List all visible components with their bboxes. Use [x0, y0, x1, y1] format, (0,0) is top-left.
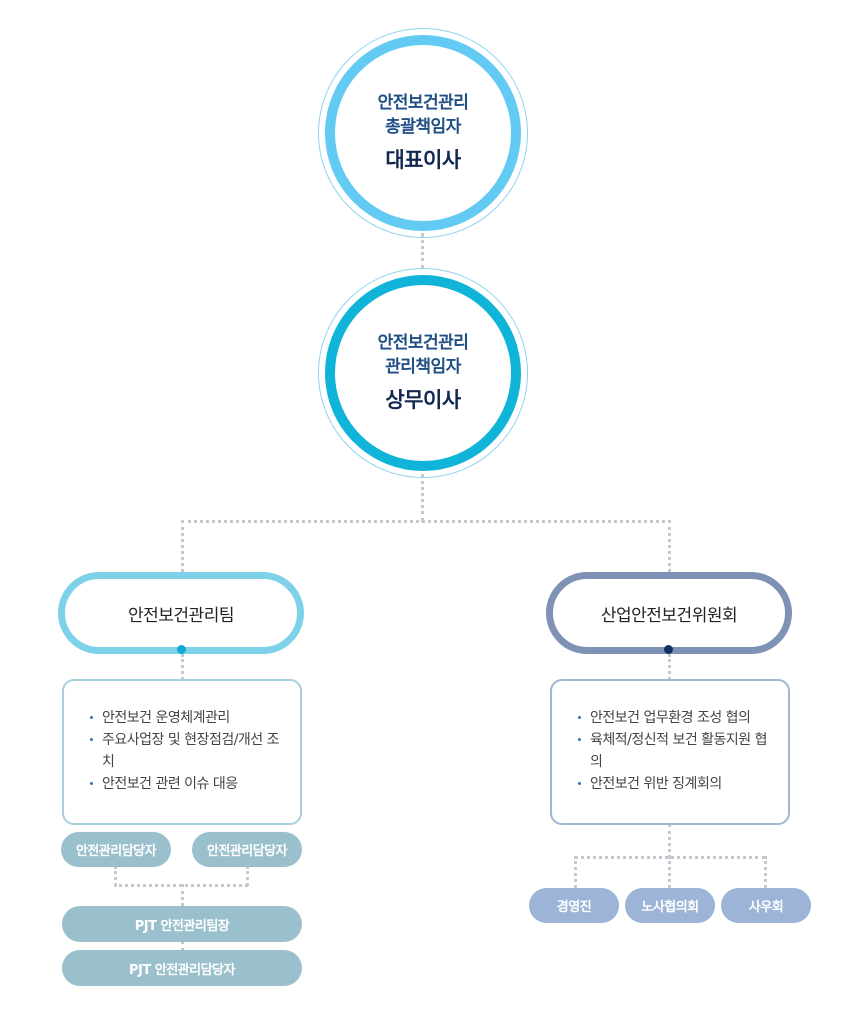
pjt-staff-tag: PJT 안전관리담당자 [62, 950, 302, 986]
connector-director-branch [421, 474, 424, 522]
committee-member-tag: 경영진 [529, 888, 619, 923]
director-role-line2: 관리책임자 [385, 357, 461, 377]
connector-branch-left [181, 520, 184, 572]
committee-label: 산업안전보건위원회 [600, 605, 738, 626]
ceo-node: 안전보건관리 총괄책임자 대표이사 [325, 35, 521, 231]
committee-duty: 안전보건 업무환경 조성 협의 [578, 707, 778, 729]
committee-member-tag: 사우회 [721, 888, 811, 923]
safety-team-label: 안전보건관리팀 [128, 605, 234, 626]
committee-dot [664, 645, 673, 654]
director-title: 상무이사 [385, 388, 461, 412]
committee-member-label: 경영진 [556, 900, 592, 915]
pjt-staff-label: PJT 안전관리담당자 [129, 962, 235, 978]
committee-duty: 안전보건 위반 징계회의 [578, 773, 778, 795]
pjt-lead-label: PJT 안전관리팀장 [134, 918, 230, 934]
director-circle-outer [318, 268, 528, 478]
safety-team-node: 안전보건관리팀 [58, 572, 304, 654]
connector-managers-pjt [181, 884, 184, 906]
safety-team-dot [177, 645, 186, 654]
safety-team-duties: 안전보건 운영체계관리 주요사업장 및 현장점검/개선 조치 안전보건 관련 이… [62, 679, 302, 825]
pjt-lead-tag: PJT 안전관리팀장 [62, 906, 302, 942]
connector-branch-horizontal [181, 520, 671, 523]
safety-team-duty: 안전보건 운영체계관리 [90, 707, 290, 729]
connector-team-box [181, 654, 184, 680]
safety-team-duty: 주요사업장 및 현장점검/개선 조치 [90, 729, 290, 773]
ceo-role-line2: 총괄책임자 [385, 117, 461, 137]
connector-pjt [181, 941, 184, 951]
committee-duties: 안전보건 업무환경 조성 협의 육체적/정신적 보건 활동지원 협의 안전보건 … [550, 679, 790, 825]
connector-ceo-director [421, 233, 424, 269]
ceo-title: 대표이사 [385, 148, 461, 172]
connector-member-3 [764, 856, 767, 888]
committee-duty: 육체적/정신적 보건 활동지원 협의 [578, 729, 778, 773]
safety-manager-label: 안전관리담당자 [75, 844, 157, 859]
director-node: 안전보건관리 관리책임자 상무이사 [325, 275, 521, 471]
committee-node: 산업안전보건위원회 [546, 572, 792, 654]
connector-manager-2 [246, 866, 249, 886]
connector-manager-1 [114, 866, 117, 886]
connector-member-1 [574, 856, 577, 888]
connector-member-2 [668, 856, 671, 888]
ceo-circle-outer [318, 28, 528, 238]
safety-manager-tag: 안전관리담당자 [61, 832, 171, 867]
committee-member-tag: 노사협의회 [625, 888, 715, 923]
safety-manager-label: 안전관리담당자 [206, 844, 288, 859]
director-role-line1: 안전보건관리 [377, 333, 469, 353]
ceo-role-line1: 안전보건관리 [377, 93, 469, 113]
committee-member-label: 노사협의회 [641, 900, 699, 915]
safety-team-duty: 안전보건 관련 이슈 대응 [90, 773, 290, 795]
safety-manager-tag: 안전관리담당자 [192, 832, 302, 867]
connector-committee-members [668, 824, 671, 858]
connector-branch-right [668, 520, 671, 572]
committee-member-label: 사우회 [748, 900, 784, 915]
connector-committee-box [668, 654, 671, 680]
